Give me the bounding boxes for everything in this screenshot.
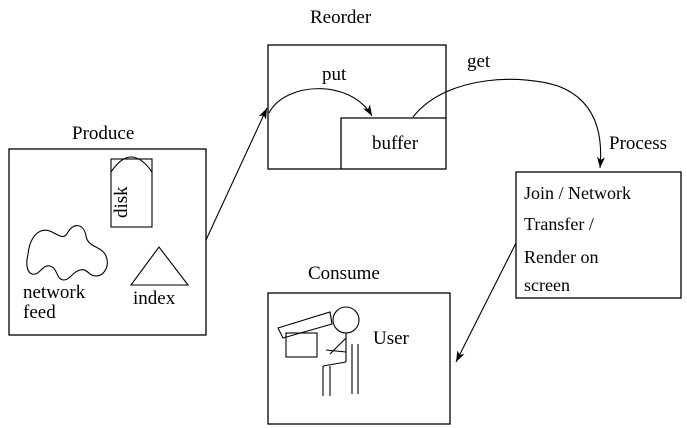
process-line-4: screen	[524, 275, 570, 295]
get-arrow	[412, 78, 605, 169]
put-arrow	[268, 88, 373, 117]
reorder-title: Reorder	[310, 7, 372, 28]
index-icon	[129, 246, 190, 286]
user-label: User	[373, 328, 410, 349]
produce-box	[8, 148, 207, 336]
put-label: put	[322, 64, 347, 85]
produce-to-reorder-arrow	[205, 107, 268, 241]
buffer-box	[340, 117, 446, 169]
network-label-line2: feed	[23, 302, 56, 323]
consume-title: Consume	[308, 263, 380, 284]
process-title: Process	[609, 133, 667, 154]
process-box	[515, 171, 682, 299]
monitor-icon	[277, 311, 333, 358]
process-line-2: Transfer /	[524, 214, 594, 234]
network-feed-icon	[26, 225, 108, 281]
reorder-box	[267, 44, 447, 170]
buffer-label: buffer	[372, 133, 419, 154]
produce-title: Produce	[72, 123, 134, 144]
user-icon	[322, 306, 360, 396]
process-to-consume-arrow	[455, 242, 517, 363]
process-line-1: Join / Network	[524, 183, 631, 203]
get-label: get	[467, 51, 491, 72]
process-line-3: Render on	[524, 247, 598, 267]
disk-icon: disk	[110, 156, 153, 228]
network-label-line1: network	[23, 282, 86, 303]
disk-label: disk	[111, 186, 132, 218]
consume-box	[267, 292, 451, 425]
index-label: index	[133, 288, 176, 309]
